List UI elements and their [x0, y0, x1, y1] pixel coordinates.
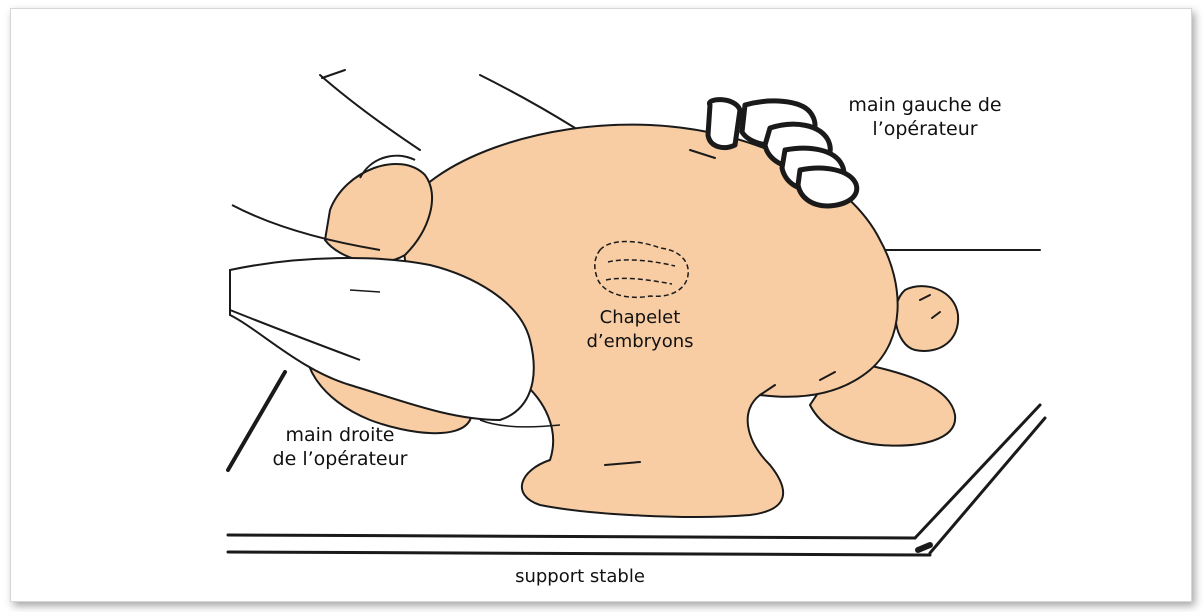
left-hand-label-line2: l’opérateur	[815, 117, 1035, 141]
right-hand-label-line1: main droite	[240, 423, 440, 447]
left-hand-label-line1: main gauche de	[815, 93, 1035, 117]
embryo-chain-label: Chapelet d’embryons	[560, 306, 720, 354]
right-hand-label-line2: de l’opérateur	[240, 447, 440, 471]
embryo-chain-label-line1: Chapelet	[560, 306, 720, 330]
right-hand-label: main droite de l’opérateur	[240, 423, 440, 471]
support-label: support stable	[480, 565, 680, 589]
embryo-chain-label-line2: d’embryons	[560, 330, 720, 354]
left-hand-label: main gauche de l’opérateur	[815, 93, 1035, 141]
